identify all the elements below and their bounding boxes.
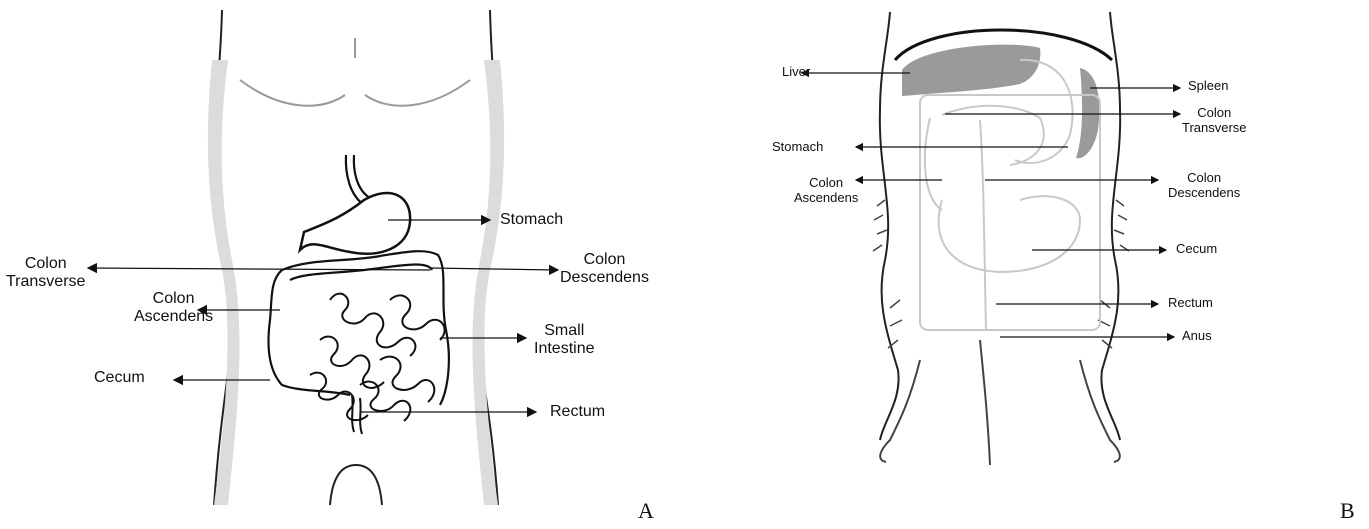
label-colon-ascendens: Colon Ascendens — [134, 290, 213, 327]
label-colon-descendens: Colon Descendens — [560, 251, 649, 288]
label-cecum-b: Cecum — [1176, 242, 1217, 257]
label-small-intestine: Small Intestine — [534, 322, 594, 359]
spleen-shape — [1076, 68, 1099, 158]
label-liver: Liver — [782, 65, 810, 80]
fur-texture — [873, 200, 1129, 348]
label-anus: Anus — [1182, 329, 1212, 344]
small-intestine-coils — [310, 294, 445, 421]
label-stomach: Stomach — [500, 211, 563, 229]
rodent-legs — [880, 340, 1120, 465]
label-colon-ascendens-b: Colon Ascendens — [794, 176, 858, 206]
torso-outline — [212, 10, 500, 505]
panel-letter-a: A — [638, 498, 654, 524]
label-colon-transverse: Colon Transverse — [6, 255, 85, 292]
panel-letter-b: B — [1340, 498, 1355, 524]
label-colon-descendens-b: Colon Descendens — [1168, 171, 1240, 201]
panel-b-rodent: Liver Spleen Colon Transverse Stomach Co… — [680, 0, 1369, 529]
label-colon-transverse-b: Colon Transverse — [1182, 106, 1247, 136]
panel-a-human: Stomach Colon Transverse Colon Descenden… — [0, 0, 680, 529]
label-stomach-b: Stomach — [772, 140, 823, 155]
stomach-shape — [300, 193, 410, 254]
chest-lines — [240, 38, 470, 106]
label-rectum-b: Rectum — [1168, 296, 1213, 311]
label-spleen: Spleen — [1188, 79, 1228, 94]
label-cecum: Cecum — [94, 369, 145, 387]
liver-shape — [902, 45, 1040, 96]
torso-shading — [208, 60, 504, 505]
label-rectum: Rectum — [550, 403, 605, 421]
rodent-organs — [920, 60, 1100, 330]
